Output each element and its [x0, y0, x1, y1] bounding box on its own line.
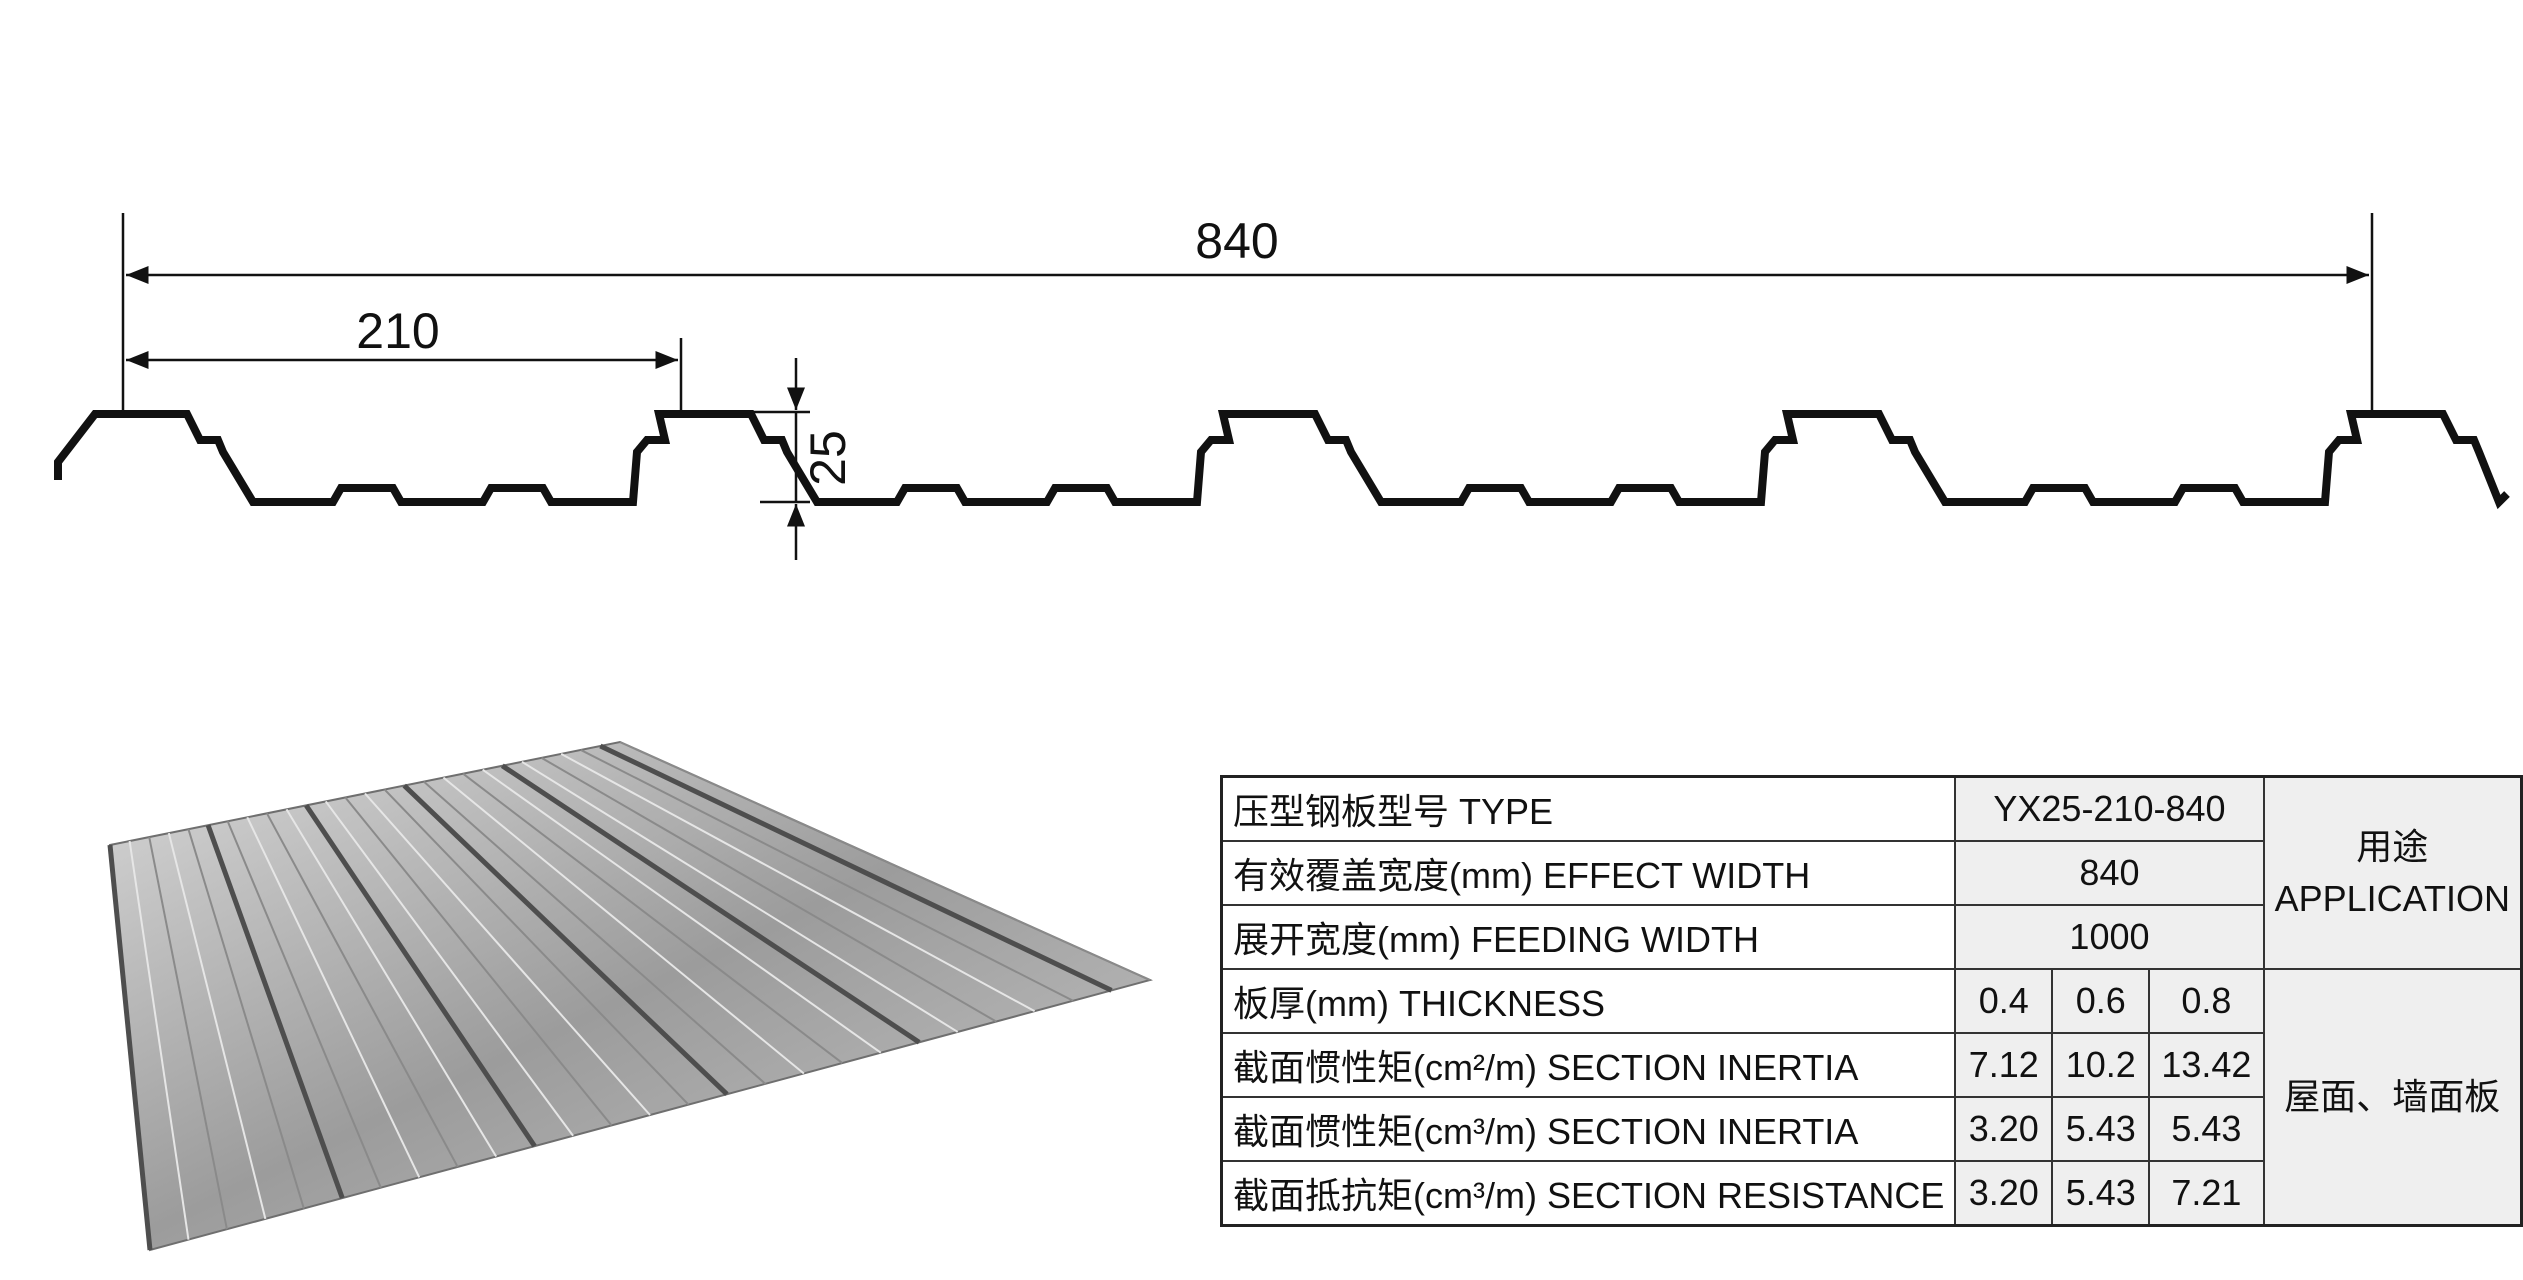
sheet-groove — [246, 816, 421, 1178]
section-resistance-value: 7.21 — [2148, 1160, 2265, 1227]
sheet-groove — [324, 800, 574, 1137]
section-inertia-value: 10.2 — [2051, 1032, 2151, 1098]
table-row: 压型钢板型号 TYPE YX25-210-840 用途 APPLICATION — [1220, 775, 2523, 970]
sheet-groove — [521, 760, 959, 1033]
corrugated-steel-sheet-icon — [107, 740, 1153, 1252]
sheet-groove — [344, 796, 613, 1127]
table-row: 板厚(mm) THICKNESS 0.4 0.6 0.8 屋面、墙面板 — [1220, 968, 2523, 1227]
section-inertia-value-2: 3.20 — [1954, 1096, 2054, 1162]
table-row: 截面惯性矩(cm³/m) SECTION INERTIA 3.20 5.43 5… — [1220, 1096, 2522, 1162]
application-label-cn: 用途 — [2356, 826, 2429, 867]
feeding-width-value: 1000 — [1954, 904, 2265, 970]
sheet-groove — [462, 772, 843, 1064]
specification-table: 压型钢板型号 TYPE YX25-210-840 用途 APPLICATION … — [1220, 775, 2523, 1227]
table-row: 截面抵抗矩(cm³/m) SECTION RESISTANCE 3.20 5.4… — [1220, 1160, 2522, 1227]
section-resistance-value: 3.20 — [1954, 1160, 2054, 1227]
sheet-groove — [560, 753, 1036, 1013]
dimension-label-210: 210 — [356, 303, 439, 359]
thickness-value: 0.8 — [2148, 968, 2265, 1034]
thickness-value: 0.6 — [2051, 968, 2151, 1034]
sheet-groove — [187, 828, 305, 1209]
sheet-surface — [108, 740, 1153, 1252]
corrugated-sheet-illustration — [107, 740, 1153, 1252]
section-inertia-value-2: 5.43 — [2051, 1096, 2151, 1162]
profile-cross-section-diagram: 840 210 25 — [54, 213, 2510, 560]
feeding-width-label: 展开宽度(mm) FEEDING WIDTH — [1220, 904, 1957, 970]
table-row: 有效覆盖宽度(mm) EFFECT WIDTH 840 — [1220, 840, 2522, 906]
section-inertia-value: 7.12 — [1954, 1032, 2054, 1098]
section-inertia-value: 13.42 — [2148, 1032, 2265, 1098]
sheet-rib — [304, 803, 537, 1148]
sheet-groove — [167, 832, 267, 1220]
application-header: 用途 APPLICATION — [2262, 775, 2523, 970]
sheet-rib — [402, 783, 729, 1097]
sheet-groove — [364, 792, 651, 1116]
thickness-label: 板厚(mm) THICKNESS — [1220, 968, 1957, 1034]
sheet-groove — [128, 840, 190, 1240]
section-resistance-label: 截面抵抗矩(cm³/m) SECTION RESISTANCE — [1220, 1160, 1957, 1227]
sheet-groove — [580, 749, 1074, 1002]
sheet-profile-line — [54, 410, 2510, 510]
sheet-groove — [148, 836, 228, 1230]
effect-width-value: 840 — [1954, 840, 2265, 906]
sheet-rib — [107, 844, 153, 1251]
sheet-groove — [541, 756, 997, 1023]
sheet-groove — [423, 780, 767, 1085]
sheet-groove — [285, 808, 498, 1158]
section-inertia-label: 截面惯性矩(cm²/m) SECTION INERTIA — [1220, 1032, 1957, 1098]
table-row: 截面惯性矩(cm²/m) SECTION INERTIA 7.12 10.2 1… — [1220, 1032, 2522, 1098]
sheet-rib — [205, 824, 345, 1199]
type-label: 压型钢板型号 TYPE — [1220, 775, 1957, 842]
section-resistance-value: 5.43 — [2051, 1160, 2151, 1227]
dimension-label-25: 25 — [800, 430, 856, 486]
section-inertia-label-2: 截面惯性矩(cm³/m) SECTION INERTIA — [1220, 1096, 1957, 1162]
sheet-rib — [500, 763, 921, 1045]
dimension-label-840: 840 — [1195, 213, 1278, 269]
sheet-groove — [619, 741, 1151, 981]
table-row: 展开宽度(mm) FEEDING WIDTH 1000 — [1220, 904, 2522, 970]
application-label-en: APPLICATION — [2274, 878, 2510, 919]
application-value: 屋面、墙面板 — [2262, 968, 2523, 1227]
thickness-value: 0.4 — [1954, 968, 2054, 1034]
sheet-rib — [599, 743, 1113, 993]
effect-width-label: 有效覆盖宽度(mm) EFFECT WIDTH — [1220, 840, 1957, 906]
sheet-groove — [442, 776, 805, 1075]
sheet-groove — [383, 788, 690, 1106]
type-value: YX25-210-840 — [1954, 775, 2265, 842]
section-inertia-value-2: 5.43 — [2148, 1096, 2265, 1162]
sheet-groove — [226, 820, 382, 1189]
sheet-groove — [482, 768, 882, 1054]
sheet-groove — [266, 812, 459, 1168]
